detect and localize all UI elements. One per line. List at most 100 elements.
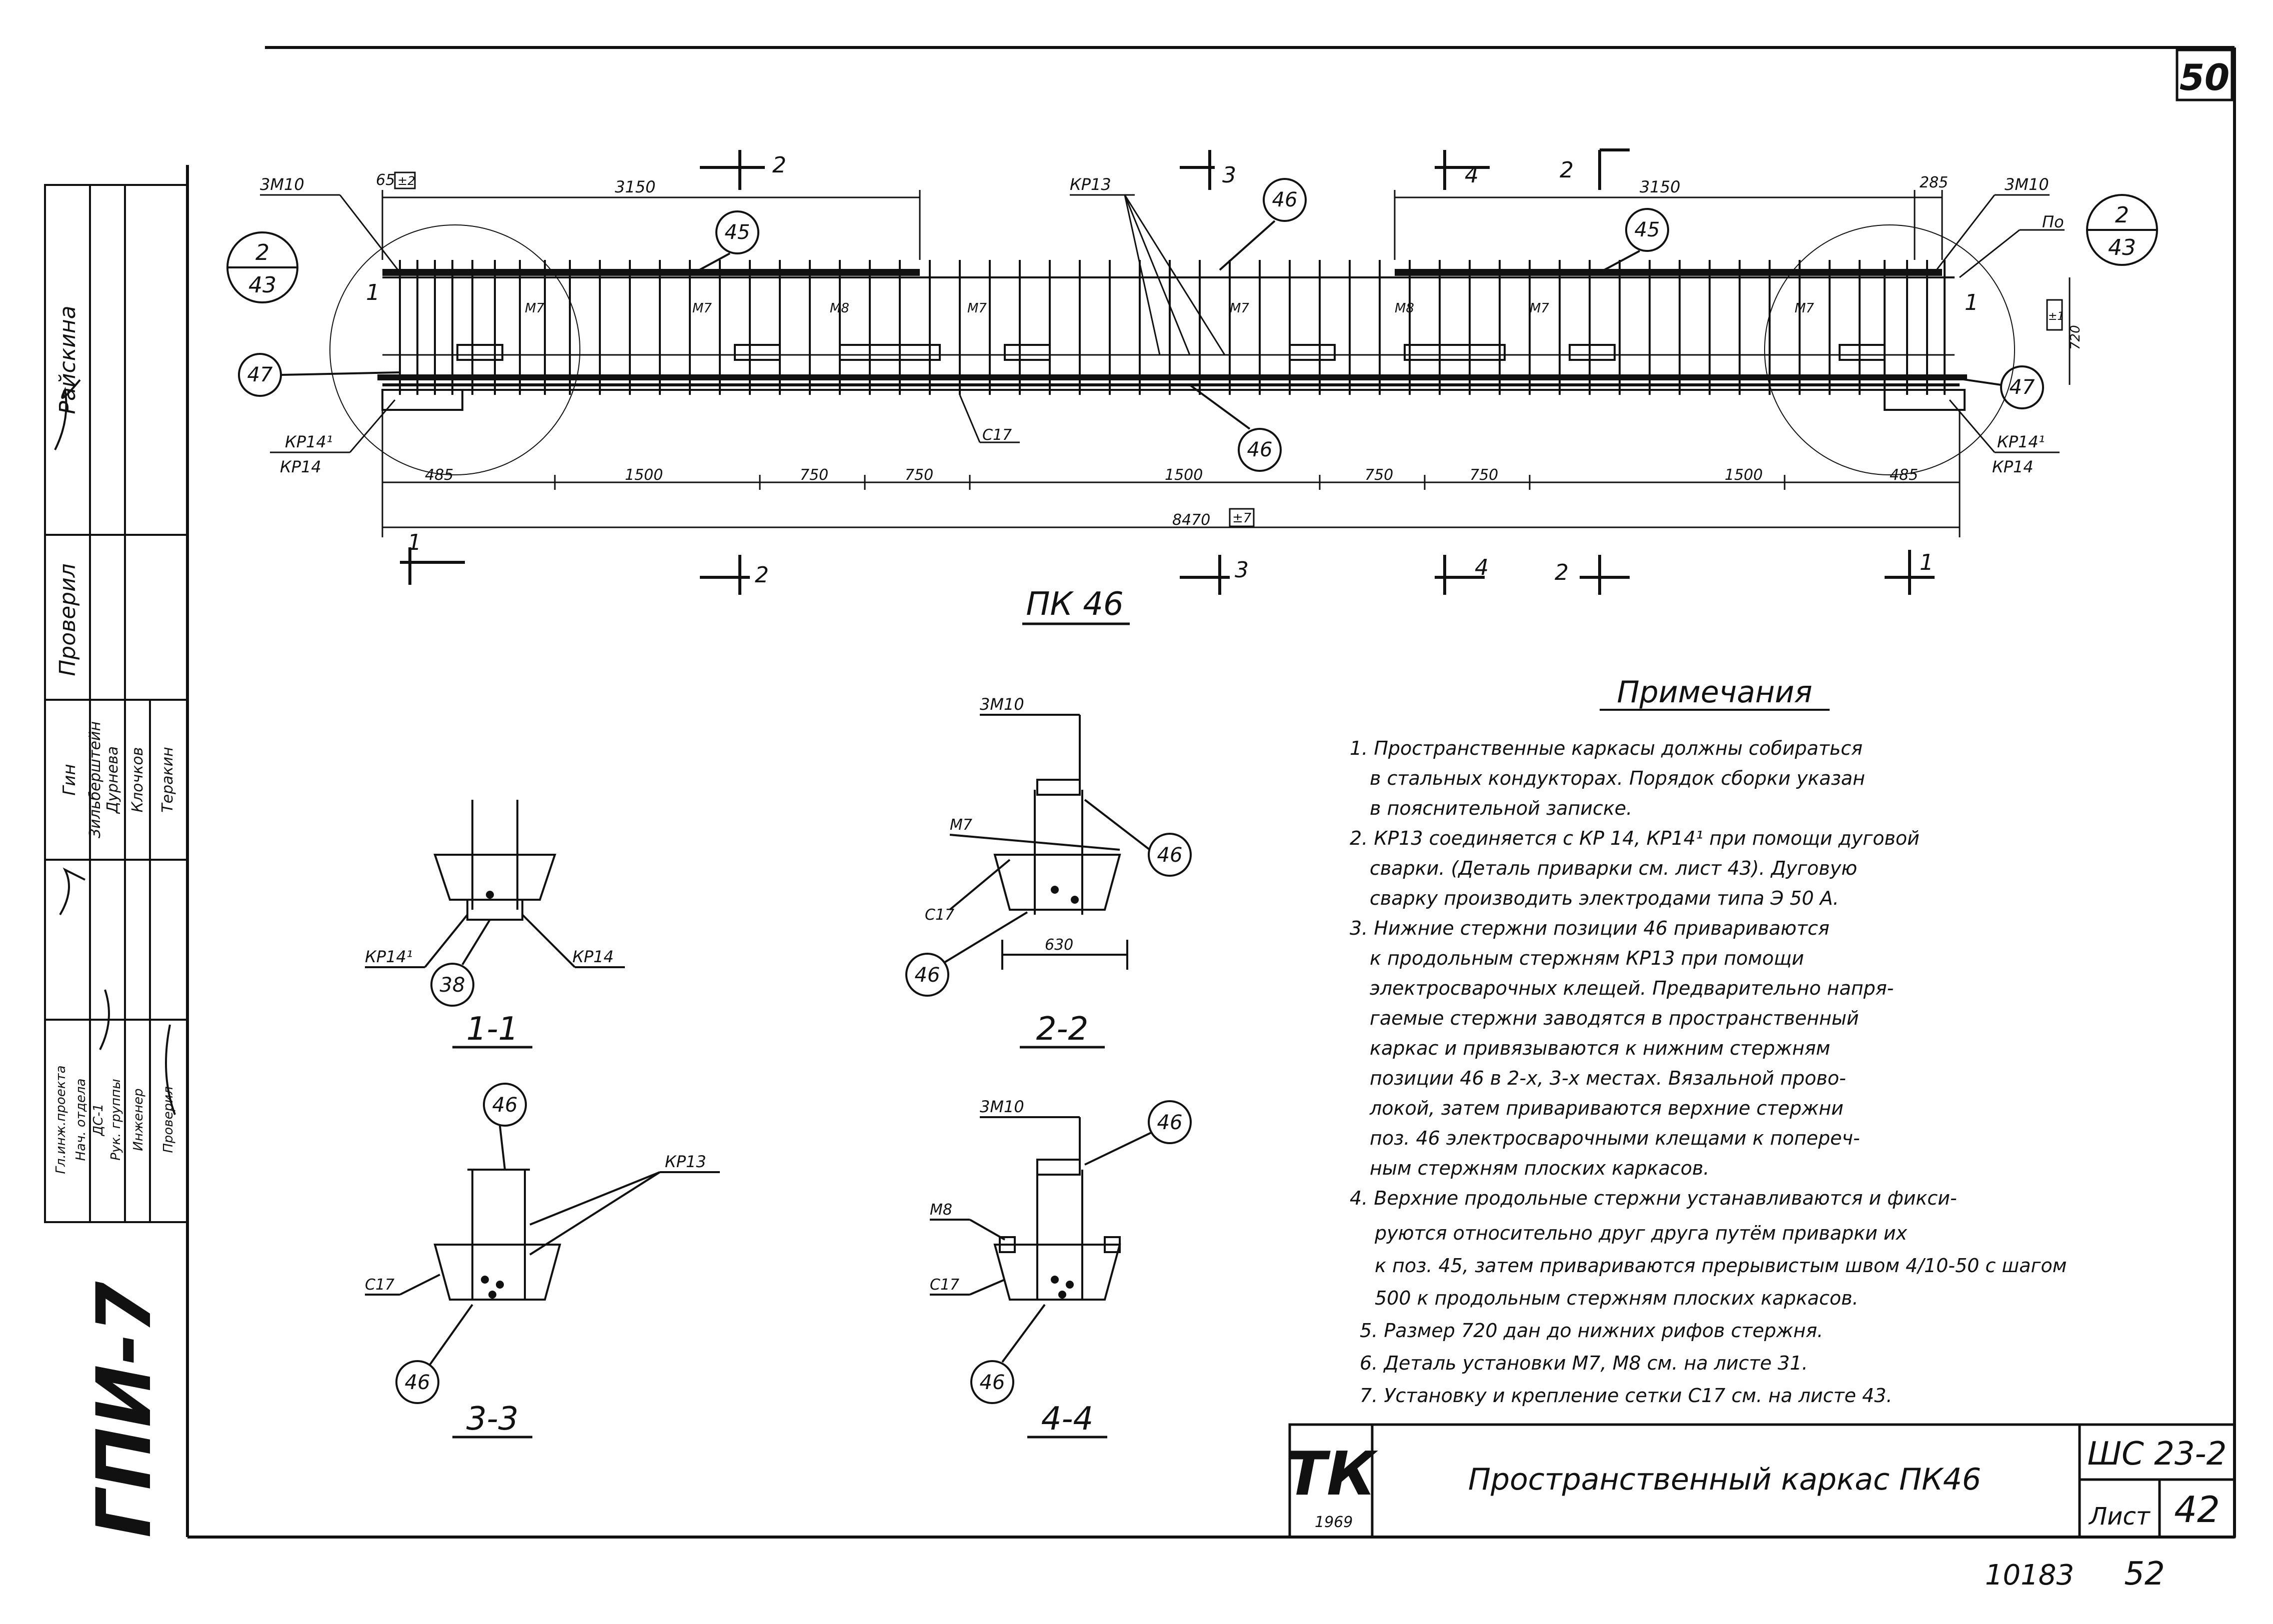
label-m8-2: М8: [1395, 301, 1414, 316]
side-name-1: Зильберштейн: [86, 721, 104, 838]
label-po: По: [2042, 212, 2064, 231]
label-3m10-right: 3М10: [2005, 175, 2049, 194]
note-line-18: 500 к продольным стержням плоских каркас…: [1375, 1287, 1859, 1309]
note-line-15: 4. Верхние продольные стержни устанавлив…: [1350, 1187, 1957, 1209]
s33-title: 3-3: [466, 1401, 519, 1438]
label-kr14-left: КР14: [280, 457, 321, 476]
embedded-plates: [381, 344, 1966, 411]
main-elevation: 2 3 4 2 1 2 3 4 2 1 65 ±2 3150 3150 285 …: [226, 148, 2158, 625]
note-line-16: руются относительно друг друга путём при…: [1374, 1222, 1908, 1244]
s11-title: 1-1: [466, 1011, 519, 1048]
dim-bottom-7: 1500: [1725, 466, 1763, 484]
label-m7-1: М7: [525, 301, 544, 316]
s22-pos-a: 46: [1157, 844, 1183, 867]
label-kr14-1-right: КР14¹: [1997, 432, 2045, 451]
s22-m7: М7: [950, 816, 972, 834]
dim-bottom-8: 485: [1890, 466, 1918, 484]
footer-left: 10183: [1985, 1559, 2074, 1592]
section-2-2: 3М10 М7 С17 630 46 46 2-2: [905, 695, 1192, 1049]
s22-c17: С17: [925, 906, 954, 924]
label-m7-5: М7: [1530, 301, 1549, 316]
detail-ref-right: 2 43: [2086, 194, 2158, 266]
s22-bar: 3М10: [980, 695, 1024, 714]
s44-pos-b: 46: [980, 1371, 1005, 1394]
label-kr13: КР13: [1070, 175, 1111, 194]
dim-bottom-6: 750: [1470, 466, 1498, 484]
callout-45-right: 45: [1635, 218, 1660, 241]
section-1-1: КР14¹ КР14 38 1-1: [365, 800, 625, 1049]
note-line-0: 1. Пространственные каркасы должны собир…: [1350, 737, 1863, 759]
note-line-20: 6. Деталь установки М7, М8 см. на листе …: [1360, 1352, 1808, 1374]
side-name-2: Дурнева: [104, 746, 121, 814]
s33-c17: С17: [365, 1276, 394, 1294]
s11-kr14: КР14: [572, 947, 614, 966]
dim-bottom-3: 750: [905, 466, 933, 484]
note-line-10: каркас и привязываются к нижним стержням: [1370, 1037, 1830, 1059]
s22-dim: 630: [1045, 936, 1073, 954]
sheet-label: Лист: [2088, 1503, 2151, 1531]
s33-kr13: КР13: [665, 1152, 706, 1171]
dim-bottom-4: 1500: [1165, 466, 1203, 484]
side-position-3: Рук. группы: [108, 1079, 123, 1160]
label-m8-1: М8: [830, 301, 849, 316]
s33-pos-a: 46: [492, 1094, 518, 1117]
note-line-14: ным стержням плоских каркасов.: [1370, 1157, 1710, 1179]
side-position-4: Инженер: [131, 1088, 146, 1151]
section-mark-3-bottom: 3: [1235, 557, 1249, 583]
drawing-title: ПК 46: [1026, 586, 1123, 623]
detail-ref-left-sheet: 43: [248, 272, 276, 298]
tk-year: 1969: [1315, 1514, 1353, 1531]
dim-bottom-2: 750: [800, 466, 828, 484]
label-m7-6: М7: [1795, 301, 1814, 316]
note-line-21: 7. Установку и крепление сетки С17 см. н…: [1360, 1385, 1892, 1407]
label-m7-4: М7: [1230, 301, 1249, 316]
dim-285: 285: [1920, 174, 1948, 191]
s44-bar: 3М10: [980, 1097, 1024, 1116]
note-line-19: 5. Размер 720 дан до нижних рифов стержн…: [1360, 1320, 1823, 1342]
note-line-13: поз. 46 электросварочными клещами к попе…: [1370, 1127, 1860, 1149]
label-kr14-1-left: КР14¹: [285, 432, 333, 451]
side-top-name: Райскина: [55, 305, 80, 414]
dim-65: 65: [376, 171, 395, 189]
side-name-3: Клочков: [129, 747, 146, 813]
note-line-17: к поз. 45, затем привариваются прерывист…: [1375, 1255, 2067, 1277]
side-position-2: ДС-1: [91, 1104, 106, 1136]
callout-46-top: 46: [1272, 188, 1298, 211]
side-position-5: Проверил: [161, 1086, 176, 1153]
dim-overall: 8470: [1172, 511, 1210, 529]
s44-pos-a: 46: [1157, 1111, 1183, 1134]
note-line-6: 3. Нижние стержни позиции 46 приваривают…: [1350, 917, 1830, 939]
tol-left: ±2: [397, 174, 415, 188]
label-c17: С17: [982, 426, 1012, 444]
section-mark-1-bl: 1: [407, 530, 421, 555]
section-mark-4-top: 4: [1465, 162, 1479, 188]
tk-logo: ТК: [1286, 1440, 1378, 1509]
callout-46-bottom: 46: [1247, 438, 1273, 461]
detail-ref-left: 2 43: [226, 231, 298, 303]
section-4-4: 3М10 46 М8 С17 46 4-4: [930, 1097, 1192, 1439]
footer-right: 52: [2124, 1556, 2165, 1593]
s44-m8: М8: [930, 1201, 952, 1219]
section-mark-1-br: 1: [1920, 550, 1934, 575]
note-line-7: к продольным стержням КР13 при помощи: [1370, 947, 1804, 969]
detail-ref-right-num: 2: [2115, 202, 2129, 228]
dim-bottom-5: 750: [1365, 466, 1393, 484]
section-mark-2b-top: 2: [1560, 157, 1574, 183]
series-code: ШС 23-2: [2088, 1436, 2227, 1473]
detail-num-left: 1: [366, 280, 380, 305]
dim-bottom-1: 1500: [625, 466, 663, 484]
s22-title: 2-2: [1036, 1011, 1089, 1048]
label-kr14-right: КР14: [1992, 457, 2034, 476]
section-mark-2-top: 2: [772, 152, 786, 178]
signatures: [54, 379, 176, 1115]
detail-circle-right: [1764, 224, 2015, 475]
dim-720: 720: [2068, 325, 2083, 350]
detail-ref-left-num: 2: [255, 240, 269, 265]
label-m7-2: М7: [692, 301, 712, 316]
note-line-9: гаемые стержни заводятся в пространствен…: [1370, 1007, 1859, 1029]
note-line-8: электросварочных клещей. Предварительно …: [1370, 977, 1894, 999]
label-m7-3: М7: [967, 301, 987, 316]
side-position-1: Нач. отдела: [73, 1079, 88, 1161]
callout-45-left: 45: [725, 221, 750, 244]
